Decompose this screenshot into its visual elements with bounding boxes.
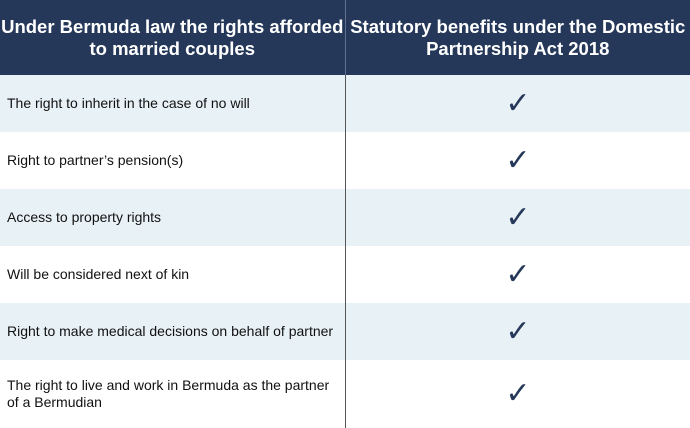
checkmark-icon: ✓	[505, 85, 531, 121]
column-divider	[345, 189, 346, 246]
right-label: The right to inherit in the case of no w…	[7, 95, 250, 111]
checkmark-icon: ✓	[505, 142, 531, 178]
benefit-cell: ✓	[346, 360, 690, 428]
table-header: Under Bermuda law the rights afforded to…	[0, 0, 690, 75]
table-row: Right to make medical decisions on behal…	[0, 303, 690, 360]
benefit-cell: ✓	[346, 303, 690, 360]
table-row: Access to property rights ✓	[0, 189, 690, 246]
benefit-cell: ✓	[346, 246, 690, 303]
table-row: The right to live and work in Bermuda as…	[0, 360, 690, 428]
checkmark-icon: ✓	[505, 199, 531, 235]
benefit-cell: ✓	[346, 75, 690, 132]
table-row: Will be considered next of kin ✓	[0, 246, 690, 303]
header-divider	[344, 0, 346, 75]
table-row: The right to inherit in the case of no w…	[0, 75, 690, 132]
header-statutory-benefits: Statutory benefits under the Domestic Pa…	[350, 15, 686, 59]
right-label: The right to live and work in Bermuda as…	[7, 377, 330, 410]
checkmark-icon: ✓	[505, 313, 531, 349]
column-divider	[345, 303, 346, 360]
right-label: Right to partner’s pension(s)	[7, 152, 184, 168]
column-divider	[345, 132, 346, 189]
right-label: Access to property rights	[7, 209, 162, 225]
right-label: Will be considered next of kin	[7, 266, 190, 282]
benefit-cell: ✓	[346, 132, 690, 189]
column-divider	[345, 75, 346, 132]
header-married-couples-rights: Under Bermuda law the rights afforded to…	[1, 15, 344, 59]
checkmark-icon: ✓	[505, 376, 531, 411]
right-label: Right to make medical decisions on behal…	[7, 323, 334, 339]
checkmark-icon: ✓	[505, 256, 531, 292]
column-divider	[345, 360, 346, 428]
column-divider	[345, 246, 346, 303]
table-row: Right to partner’s pension(s) ✓	[0, 132, 690, 189]
benefit-cell: ✓	[346, 189, 690, 246]
